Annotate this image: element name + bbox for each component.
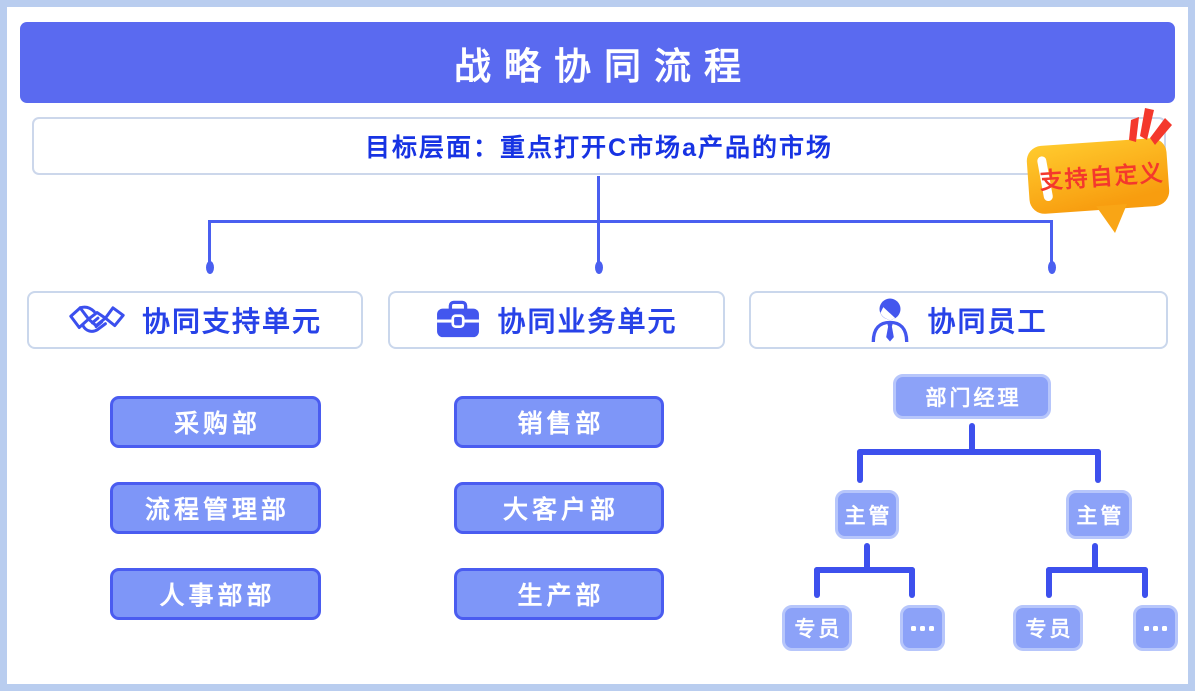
org-crossbar-left: [814, 567, 915, 573]
custom-badge: 支持自定义: [1026, 108, 1172, 233]
org-supervisor-right: 主管: [1066, 490, 1132, 539]
org-stem-supervisor-right: [1092, 543, 1098, 571]
org-more-left: [900, 605, 945, 651]
unit-employee: 协同员工: [749, 291, 1168, 349]
goal-connector-crossbar: [208, 220, 1053, 223]
unit-business: 协同业务单元: [388, 291, 725, 349]
dept-key-accounts: 大客户部: [454, 482, 664, 534]
org-drop-supervisor-right: [1095, 449, 1101, 483]
unit-support: 协同支持单元: [27, 291, 363, 349]
ellipsis-dot: [1153, 625, 1158, 631]
org-stem-manager: [969, 423, 975, 453]
goal-box: 目标层面：重点打开C市场a产品的市场: [32, 117, 1166, 175]
connector-dot-center: [595, 261, 603, 274]
badge-sparks-icon: [1129, 108, 1172, 145]
dept-sales: 销售部: [454, 396, 664, 448]
org-stem-supervisor-left: [864, 543, 870, 571]
page-title: 战略协同流程: [20, 22, 1175, 103]
ellipsis-dot: [911, 625, 916, 631]
org-drop-more-left: [909, 567, 915, 598]
org-drop-supervisor-left: [857, 449, 863, 483]
org-specialist-left: 专员: [782, 605, 852, 651]
dept-procurement: 采购部: [110, 396, 321, 448]
org-more-right: [1133, 605, 1178, 651]
goal-connector-drop-left: [208, 220, 211, 264]
org-supervisor-left: 主管: [835, 490, 899, 539]
briefcase-icon: [437, 300, 480, 338]
unit-business-label: 协同业务单元: [497, 306, 678, 337]
unit-employee-label: 协同员工: [927, 306, 1048, 337]
goal-connector-drop-right: [1050, 220, 1053, 264]
dept-process-management: 流程管理部: [110, 482, 321, 534]
goal-connector-drop-center: [597, 220, 600, 264]
dept-production: 生产部: [454, 568, 664, 620]
connector-dot-right: [1048, 261, 1056, 274]
ellipsis-dot: [1162, 625, 1167, 631]
org-specialist-right: 专员: [1013, 605, 1083, 651]
employee-icon: [872, 298, 909, 343]
ellipsis-dot: [920, 625, 925, 631]
dept-hr: 人事部部: [110, 568, 321, 620]
org-crossbar-right: [1046, 567, 1148, 573]
org-manager: 部门经理: [893, 374, 1051, 419]
ellipsis-dot: [929, 625, 934, 631]
goal-connector-stem: [597, 176, 600, 222]
org-drop-specialist-left: [814, 567, 820, 598]
org-crossbar-manager: [857, 449, 1101, 455]
connector-dot-left: [206, 261, 214, 274]
org-drop-more-right: [1142, 567, 1148, 598]
org-drop-specialist-right: [1046, 567, 1052, 598]
ellipsis-dot: [1144, 625, 1149, 631]
unit-support-label: 协同支持单元: [141, 306, 322, 337]
handshake-icon: [69, 305, 125, 333]
badge-bubble: 支持自定义: [1026, 138, 1170, 233]
